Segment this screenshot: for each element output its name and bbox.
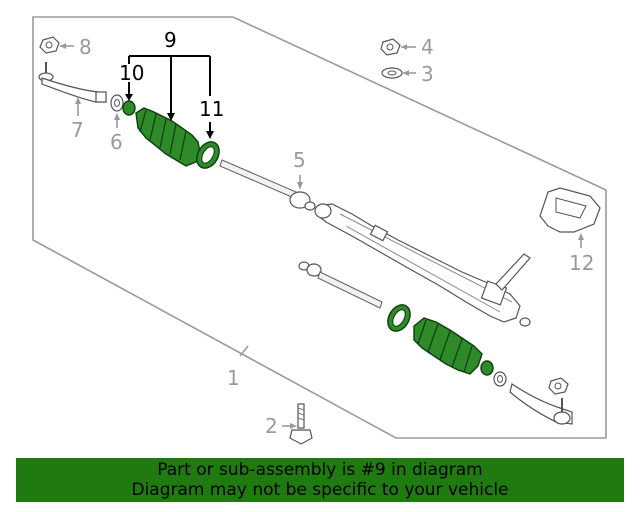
callout-8[interactable]: 8	[79, 35, 92, 59]
part-2-bolt	[289, 403, 313, 445]
part-lower-nut	[548, 377, 569, 395]
part-inner-tie-rod-lower	[298, 261, 383, 309]
assembly-outline	[32, 16, 607, 439]
callout-1[interactable]: 1	[227, 366, 240, 390]
banner-line-2: Diagram may not be specific to your vehi…	[131, 480, 509, 500]
callout-9[interactable]: 9	[164, 28, 177, 52]
part-lower-boot-clamp-large	[387, 304, 411, 332]
part-lower-boot-clamp-small	[480, 360, 494, 376]
part-info-banner: Part or sub-assembly is #9 in diagram Di…	[16, 458, 624, 502]
callout-11[interactable]: 11	[199, 97, 224, 121]
part-6-jam-nut	[110, 94, 124, 112]
part-lower-steering-boot	[413, 317, 483, 375]
callout-10[interactable]: 10	[119, 61, 144, 85]
part-lower-tie-rod-end	[509, 383, 573, 425]
callout-2[interactable]: 2	[265, 414, 278, 438]
part-4-nut	[380, 38, 416, 56]
callout-4[interactable]: 4	[421, 35, 434, 59]
parts-diagram: 8 4 3 7 6 10 9	[32, 16, 607, 445]
part-3-washer	[381, 67, 416, 79]
callout-12[interactable]: 12	[569, 251, 594, 275]
part-lower-jam-nut	[493, 371, 507, 387]
part-5-inner-tie-rod	[219, 159, 316, 211]
callout-7[interactable]: 7	[71, 118, 84, 142]
part-7-tie-rod-end	[38, 62, 107, 103]
banner-line-1: Part or sub-assembly is #9 in diagram	[157, 460, 483, 480]
callout-5[interactable]: 5	[293, 148, 306, 172]
part-9-steering-boot-upper	[135, 107, 201, 167]
part-12-rack-mount	[539, 187, 601, 233]
callout-3[interactable]: 3	[421, 62, 434, 86]
part-1-rack-housing	[314, 203, 531, 327]
part-11-boot-clamp-large	[196, 141, 220, 169]
part-10-boot-clamp	[122, 100, 136, 116]
part-8-nut	[39, 36, 74, 54]
callout-6[interactable]: 6	[110, 130, 123, 154]
